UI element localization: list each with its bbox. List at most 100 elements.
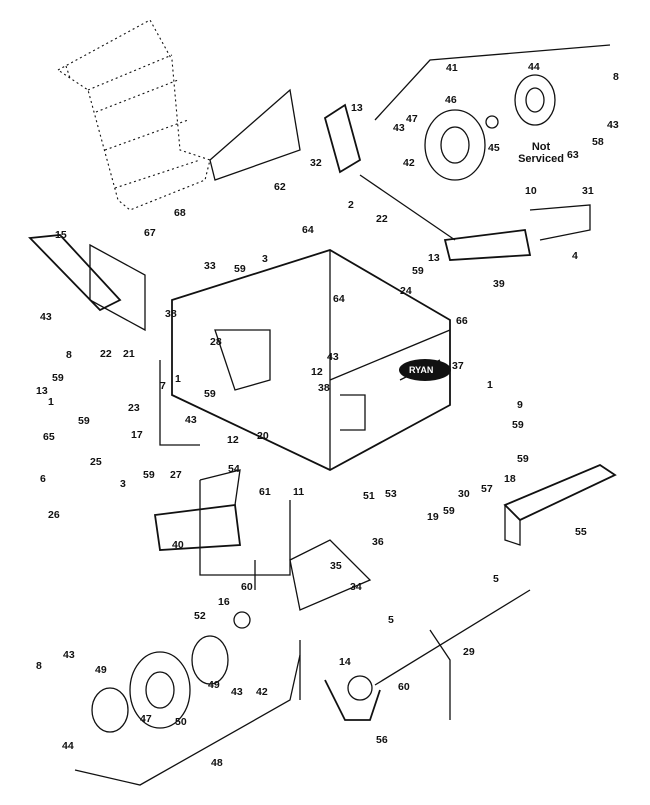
label-52: 52 [194, 610, 206, 622]
label-59a: 59 [234, 263, 246, 275]
label-60a: 60 [241, 581, 253, 593]
label-50: 50 [175, 716, 187, 728]
label-20: 20 [257, 430, 269, 442]
label-59h: 59 [517, 453, 529, 465]
label-54: 54 [228, 463, 240, 475]
label-30: 30 [458, 488, 470, 500]
drive-chain [289, 539, 531, 721]
label-47a: 47 [406, 113, 418, 125]
label-14: 14 [339, 656, 351, 668]
label-61: 61 [259, 486, 271, 498]
label-59g: 59 [512, 419, 524, 431]
label-6: 6 [40, 473, 46, 485]
label-43b: 43 [607, 119, 619, 131]
label-15: 15 [55, 229, 67, 241]
label-48: 48 [211, 757, 223, 769]
label-2: 2 [348, 199, 354, 211]
label-13b: 13 [428, 252, 440, 264]
logo-badge [399, 359, 451, 381]
handle-assembly [56, 19, 211, 211]
label-1b: 1 [48, 396, 54, 408]
lever-arm [28, 234, 146, 332]
label-64a: 64 [302, 224, 314, 236]
label-10: 10 [525, 185, 537, 197]
label-49a: 49 [95, 664, 107, 676]
label-24: 24 [400, 285, 412, 297]
label-41: 41 [446, 62, 458, 74]
not-serviced-note-line2: Serviced [518, 153, 564, 165]
label-19: 19 [427, 511, 439, 523]
label-43a: 43 [393, 122, 405, 134]
label-34: 34 [350, 581, 362, 593]
label-18: 18 [504, 473, 516, 485]
label-63: 63 [567, 149, 579, 161]
label-28: 28 [210, 336, 222, 348]
part-labels: 1 1 1 2 3 3 4 5 5 6 7 8 8 8 9 10 11 12 1… [36, 61, 619, 769]
label-22b: 22 [100, 348, 112, 360]
label-55: 55 [575, 526, 587, 538]
label-43d: 43 [327, 351, 339, 363]
label-37: 37 [452, 360, 464, 372]
main-housing: RYAN [171, 249, 451, 472]
label-13c: 13 [36, 385, 48, 397]
label-5a: 5 [493, 573, 499, 585]
label-46: 46 [445, 94, 457, 106]
rear-wheel-left [74, 611, 301, 786]
label-44b: 44 [62, 740, 74, 752]
label-57: 57 [481, 483, 493, 495]
assembly-lines [159, 360, 451, 720]
label-65: 65 [43, 431, 55, 443]
label-38a: 38 [165, 308, 177, 320]
label-38b: 38 [318, 382, 330, 394]
label-1a: 1 [175, 373, 181, 385]
label-12b: 12 [227, 434, 239, 446]
label-45: 45 [488, 142, 500, 154]
not-serviced-note-line1: Not [532, 141, 551, 153]
label-56: 56 [376, 734, 388, 746]
label-66: 66 [456, 315, 468, 327]
label-35: 35 [330, 560, 342, 572]
label-42b: 42 [256, 686, 268, 698]
label-8a: 8 [613, 71, 619, 83]
label-49b: 49 [208, 679, 220, 691]
label-43g: 43 [231, 686, 243, 698]
label-59i: 59 [443, 505, 455, 517]
axle-bracket [153, 469, 242, 551]
label-58: 58 [592, 136, 604, 148]
label-23: 23 [128, 402, 140, 414]
label-5b: 5 [388, 614, 394, 626]
label-59f: 59 [143, 469, 155, 481]
label-47b: 47 [140, 713, 152, 725]
label-31: 31 [582, 185, 594, 197]
label-68: 68 [174, 207, 186, 219]
label-62: 62 [274, 181, 286, 193]
label-17: 17 [131, 429, 143, 441]
label-59c: 59 [52, 372, 64, 384]
label-1c: 1 [487, 379, 493, 391]
label-12a: 12 [311, 366, 323, 378]
label-13a: 13 [351, 102, 363, 114]
label-43e: 43 [185, 414, 197, 426]
label-32: 32 [310, 157, 322, 169]
label-25: 25 [90, 456, 102, 468]
label-22a: 22 [376, 213, 388, 225]
label-3b: 3 [120, 478, 126, 490]
label-4: 4 [572, 250, 578, 262]
label-44a: 44 [528, 61, 540, 73]
pulley-assembly [209, 88, 362, 181]
label-42a: 42 [403, 157, 415, 169]
label-43f: 43 [63, 649, 75, 661]
rear-wheel-right [359, 44, 611, 261]
label-3a: 3 [262, 253, 268, 265]
label-26: 26 [48, 509, 60, 521]
label-60b: 60 [398, 681, 410, 693]
label-7: 7 [160, 380, 166, 392]
label-53: 53 [385, 488, 397, 500]
label-67: 67 [144, 227, 156, 239]
logo-text: RYAN [409, 365, 433, 375]
label-51: 51 [363, 490, 375, 502]
label-40: 40 [172, 539, 184, 551]
label-9: 9 [517, 399, 523, 411]
label-16: 16 [218, 596, 230, 608]
